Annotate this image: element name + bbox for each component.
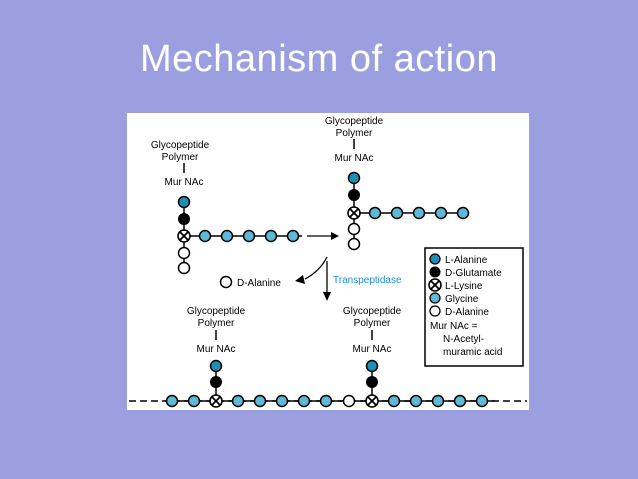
l-lysine-icon — [428, 278, 442, 292]
glycine-bridge — [368, 206, 470, 220]
glycine-residue — [165, 394, 179, 408]
legend: L-Alanine D-Glutamate L-Lysine Glycine D… — [424, 247, 524, 367]
l-alanine-icon — [429, 253, 441, 265]
l-lysine-residue — [177, 229, 191, 243]
d-glutamate-residue — [366, 376, 378, 388]
crosslinked-peptide-chain — [129, 394, 527, 408]
bottom-left-peptidoglycan-unit: Glycopeptide Polymer Mur NAc — [187, 306, 246, 401]
transpeptidase-label: Transpeptidase — [333, 275, 402, 286]
glycine-residue — [409, 394, 423, 408]
legend-label: D-Glutamate — [445, 268, 502, 279]
d-glutamate-residue — [178, 213, 190, 225]
polymer-label: Glycopeptide — [187, 306, 246, 317]
l-lysine-residue — [347, 206, 361, 220]
d-glutamate-residue — [210, 376, 222, 388]
d-glutamate-icon — [429, 266, 441, 278]
l-alanine-residue — [209, 359, 223, 373]
legend-item: L-Alanine — [429, 253, 488, 266]
transpeptidase-reaction: D-Alanine Transpeptidase — [219, 256, 402, 301]
legend-abbrev: muramic acid — [443, 347, 502, 358]
glycine-residue — [387, 394, 401, 408]
glycine-residue — [275, 394, 289, 408]
legend-abbrev: N-Acetyl- — [443, 334, 484, 345]
l-alanine-residue — [177, 195, 191, 209]
glycine-residue — [253, 394, 267, 408]
top-left-peptidoglycan-unit: Glycopeptide Polymer Mur NAc — [151, 140, 302, 275]
mechanism-diagram: Glycopeptide Polymer Mur NAc Glycopeptid… — [127, 113, 529, 410]
bottom-right-peptidoglycan-unit: Glycopeptide Polymer Mur NAc — [343, 306, 402, 401]
murnac-label: Mur NAc — [197, 344, 236, 355]
glycine-residue — [187, 394, 201, 408]
murnac-label: Mur NAc — [335, 153, 374, 164]
polymer-label: Polymer — [336, 128, 373, 139]
d-alanine-residue — [347, 237, 361, 251]
released-d-alanine — [219, 275, 233, 289]
d-alanine-residue — [342, 394, 356, 408]
glycine-residue — [319, 394, 333, 408]
l-alanine-residue — [365, 359, 379, 373]
glycine-bridge — [198, 229, 300, 243]
glycine-icon — [429, 292, 441, 304]
d-alanine-residue — [347, 222, 361, 236]
d-alanine-icon — [429, 305, 441, 317]
l-lysine-residue — [209, 394, 223, 408]
d-alanine-residue — [177, 261, 191, 275]
legend-item: L-Lysine — [428, 278, 483, 292]
d-glutamate-residue — [348, 189, 360, 201]
reaction-arrow — [307, 232, 339, 240]
l-alanine-residue — [347, 171, 361, 185]
legend-abbrev: Mur NAc = — [430, 321, 478, 332]
glycine-residue — [297, 394, 311, 408]
murnac-label: Mur NAc — [165, 177, 204, 188]
l-lysine-residue — [365, 394, 379, 408]
legend-label: D-Alanine — [445, 307, 489, 318]
polymer-label: Glycopeptide — [343, 306, 402, 317]
polymer-label: Glycopeptide — [325, 116, 384, 127]
glycine-residue — [231, 394, 245, 408]
polymer-label: Polymer — [198, 318, 235, 329]
top-right-peptidoglycan-unit: Glycopeptide Polymer Mur NAc — [325, 116, 470, 251]
legend-label: Glycine — [445, 294, 479, 305]
d-alanine-residue — [177, 246, 191, 260]
legend-label: L-Lysine — [445, 281, 483, 292]
legend-item: D-Alanine — [429, 305, 489, 318]
released-d-alanine-label: D-Alanine — [237, 278, 281, 289]
murnac-label: Mur NAc — [353, 344, 392, 355]
glycine-residue — [431, 394, 445, 408]
legend-item: Glycine — [429, 292, 479, 305]
legend-item: D-Glutamate — [429, 266, 502, 279]
slide-title: Mechanism of action — [140, 38, 498, 80]
polymer-label: Glycopeptide — [151, 140, 210, 151]
glycine-residue — [475, 394, 489, 408]
polymer-label: Polymer — [354, 318, 391, 329]
legend-label: L-Alanine — [445, 255, 488, 266]
glycine-residue — [453, 394, 467, 408]
polymer-label: Polymer — [162, 152, 199, 163]
